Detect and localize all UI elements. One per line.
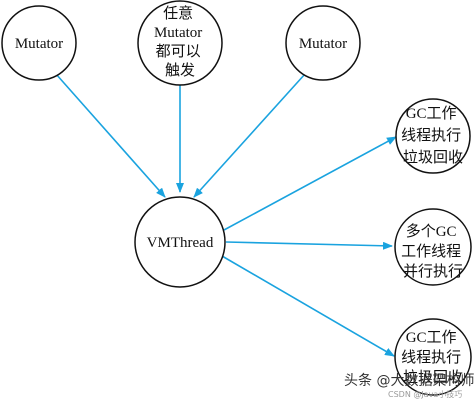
edge-vmthread-to-gc-parallel bbox=[225, 241, 393, 250]
node-label-line: GC工作 bbox=[406, 329, 457, 346]
node-label-line: 垃圾回收 bbox=[403, 149, 463, 166]
node-label-line: 垃圾回收 bbox=[403, 369, 463, 386]
svg-text:GC工作 线程执行 垃圾回收: GC工作 线程执行 垃圾回收 bbox=[401, 329, 465, 386]
node-label-line: GC工作 bbox=[406, 105, 457, 122]
node-mutator-any: 任意 Mutator 都可以 触发 bbox=[137, 0, 223, 86]
node-label-line: 工作线程 bbox=[401, 243, 461, 260]
node-label-line: 线程执行 bbox=[401, 127, 461, 144]
node-label-line: 都可以 bbox=[156, 43, 201, 60]
node-label-line: 线程执行 bbox=[401, 349, 461, 366]
node-gc-worker-bottom: GC工作 线程执行 垃圾回收 bbox=[394, 318, 472, 396]
watermark-main: 头条 @大数据架构师 bbox=[344, 373, 474, 389]
node-label-line: 任意 bbox=[163, 4, 193, 22]
node-gc-workers-parallel: 多个GC 工作线程 并行执行 bbox=[394, 208, 472, 286]
svg-text:VMThread: VMThread bbox=[147, 235, 214, 251]
edge-vmthread-to-gc-bottom bbox=[221, 255, 395, 357]
svg-text:Mutator: Mutator bbox=[299, 36, 347, 52]
edges bbox=[55, 73, 397, 357]
node-mutator-left: Mutator bbox=[1, 5, 77, 81]
node-label-line: 触发 bbox=[165, 62, 195, 79]
edge-vmthread-to-gc-top bbox=[223, 136, 397, 231]
node-label-line: Mutator bbox=[15, 36, 63, 52]
edge-mutator-right-to-vmthread bbox=[193, 73, 306, 198]
watermark-sub: CSDN @Java小技巧 bbox=[388, 390, 463, 399]
svg-text:任意 Mutator 都可以: 任意 Mutator 都可以 触发 bbox=[154, 4, 206, 79]
node-gc-worker-top: GC工作 线程执行 垃圾回收 bbox=[395, 98, 471, 174]
svg-text:多个GC 工作线程 并行执行: 多个GC 工作线程 并行执行 bbox=[401, 223, 465, 280]
node-vmthread: VMThread bbox=[134, 196, 226, 288]
node-label-line: Mutator bbox=[154, 25, 202, 41]
node-label-line: VMThread bbox=[147, 235, 214, 251]
node-mutator-right: Mutator bbox=[285, 5, 361, 81]
node-label-line: 并行执行 bbox=[403, 263, 463, 280]
node-label-line: Mutator bbox=[299, 36, 347, 52]
svg-text:GC工作 线程执行 垃圾回收: GC工作 线程执行 垃圾回收 bbox=[401, 105, 465, 166]
node-label-line: 多个GC bbox=[406, 223, 457, 240]
edge-mutator-left-to-vmthread bbox=[55, 73, 166, 198]
svg-text:Mutator: Mutator bbox=[15, 36, 63, 52]
